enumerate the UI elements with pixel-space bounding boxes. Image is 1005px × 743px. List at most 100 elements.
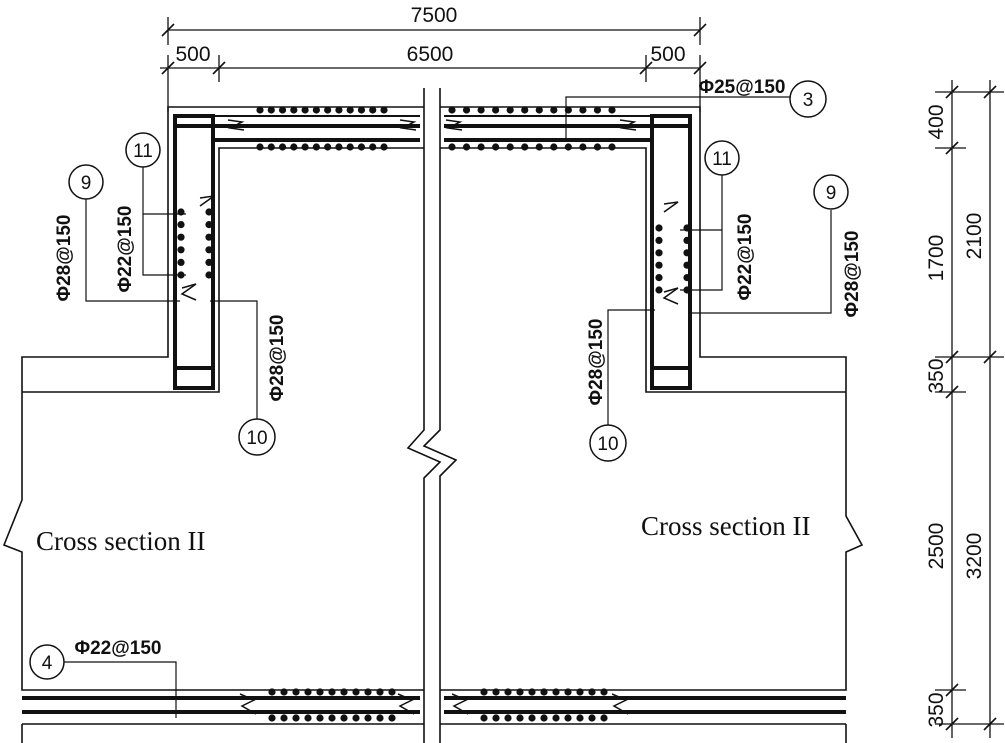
top-slab-dot: [448, 143, 456, 151]
dim-height-400: 400: [925, 104, 948, 139]
top-slab-dot: [335, 143, 343, 151]
bottom-slab-dot: [564, 688, 572, 696]
top-slab-dot: [256, 143, 264, 151]
top-slab-dot: [380, 106, 388, 114]
bottom-slab-dot: [376, 714, 384, 722]
bottom-slab-dot: [528, 714, 536, 722]
top-slab-dot: [492, 143, 500, 151]
center-break-lines: [406, 88, 458, 743]
top-slab-dot: [357, 143, 366, 151]
rebar-label-right-inner: Φ28@150: [586, 319, 607, 406]
wall-dot: [655, 286, 663, 294]
bottom-slab-dot: [576, 714, 584, 722]
rebar-label-right-middle: Φ22@150: [735, 214, 756, 301]
dim-height-350-upper: 350: [925, 358, 948, 393]
top-slab-dot: [579, 143, 587, 151]
bottom-slab-dot: [504, 688, 512, 696]
bottom-slab-dot: [492, 688, 500, 696]
wall-dot: [205, 246, 213, 254]
dim-height-3200: 3200: [963, 533, 986, 580]
marker-9-right-label: 9: [826, 183, 837, 204]
top-slab-dot: [608, 106, 616, 114]
bottom-slab-dot: [376, 688, 384, 696]
top-slab-dot: [290, 106, 298, 114]
wall-dot: [655, 224, 663, 232]
caption-left: Cross section II: [36, 526, 205, 556]
top-slab-dot: [608, 143, 616, 151]
bottom-slab-rebar: [22, 693, 846, 715]
marker-9-right: 9: [813, 174, 849, 210]
top-slab-dot: [521, 106, 529, 114]
marker-11-left-label: 11: [133, 141, 153, 162]
top-slab-dot: [506, 106, 514, 114]
top-slab-dot: [267, 143, 275, 151]
bottom-slab-dot: [516, 688, 524, 696]
top-slab-dot: [462, 106, 471, 114]
bottom-slab-dot: [328, 714, 336, 722]
left-structure-outline: [2, 106, 424, 743]
rebar-section-dots: [177, 106, 691, 722]
bottom-slab-dot: [388, 688, 396, 696]
bottom-slab-dot: [280, 688, 288, 696]
wall-dot: [683, 261, 691, 269]
bottom-slab-dot: [352, 688, 360, 696]
bottom-slab-dot: [540, 688, 548, 696]
rebar-label-top-slab: Φ25@150: [699, 77, 786, 98]
top-slab-dot: [521, 143, 529, 151]
bottom-slab-dot: [528, 688, 536, 696]
top-slab-dot: [324, 143, 332, 151]
rebar-label-left-inner: Φ28@150: [267, 315, 288, 402]
marker-10-right-label: 10: [597, 434, 618, 455]
bottom-slab-dot: [340, 714, 348, 722]
rebar-label-left-middle: Φ22@150: [115, 206, 136, 293]
dim-height-350-lower: 350: [925, 692, 948, 727]
top-slab-dot: [462, 143, 471, 151]
top-slab-dot: [564, 143, 572, 151]
marker-9-left-label: 9: [81, 173, 92, 194]
top-slab-dot: [593, 106, 602, 114]
bottom-slab-dot: [504, 714, 512, 722]
bottom-slab-dot: [364, 714, 372, 722]
bottom-slab-dot: [576, 688, 584, 696]
top-slab-dot: [369, 143, 377, 151]
bottom-slab-dot: [364, 688, 372, 696]
dim-height-1700: 1700: [925, 235, 948, 282]
bottom-slab-dot: [316, 688, 324, 696]
top-slab-dot: [346, 106, 354, 114]
top-slab-dot: [550, 106, 558, 114]
dim-right-wall: 500: [650, 43, 685, 66]
marker-4: 4: [29, 644, 65, 680]
leader-lines: [64, 96, 832, 718]
marker-11-right: 11: [704, 140, 740, 176]
bottom-slab-dot: [292, 714, 300, 722]
rebar-label-right-outer: Φ28@150: [842, 231, 863, 318]
dim-total-width: 7500: [411, 4, 458, 27]
top-slab-dot: [324, 106, 332, 114]
marker-3-label: 3: [803, 90, 814, 111]
marker-3: 3: [789, 80, 827, 118]
rebar-label-left-outer: Φ28@150: [54, 215, 75, 302]
caption-right: Cross section II: [641, 511, 810, 541]
dim-span: 6500: [407, 43, 454, 66]
top-slab-dot: [579, 106, 587, 114]
bottom-slab-dot: [388, 714, 396, 722]
bottom-slab-dot: [316, 714, 324, 722]
wall-dot: [205, 233, 213, 241]
top-slab-dot: [535, 106, 543, 114]
wall-dot: [683, 249, 691, 257]
top-slab-dot: [506, 143, 514, 151]
marker-4-label: 4: [42, 653, 53, 674]
marker-10-right: 10: [589, 424, 627, 462]
wall-dot: [205, 208, 213, 216]
wall-dot: [683, 274, 691, 282]
top-slab-dot: [335, 106, 343, 114]
wall-dot: [177, 246, 185, 254]
bottom-slab-dot: [480, 714, 488, 722]
top-slab-dot: [346, 143, 354, 151]
right-dimension-group: 400 1700 350 2500 350 2100 3200: [925, 80, 1004, 738]
bottom-slab-dot: [588, 714, 596, 722]
top-slab-dot: [492, 106, 500, 114]
wall-dot: [177, 258, 185, 266]
